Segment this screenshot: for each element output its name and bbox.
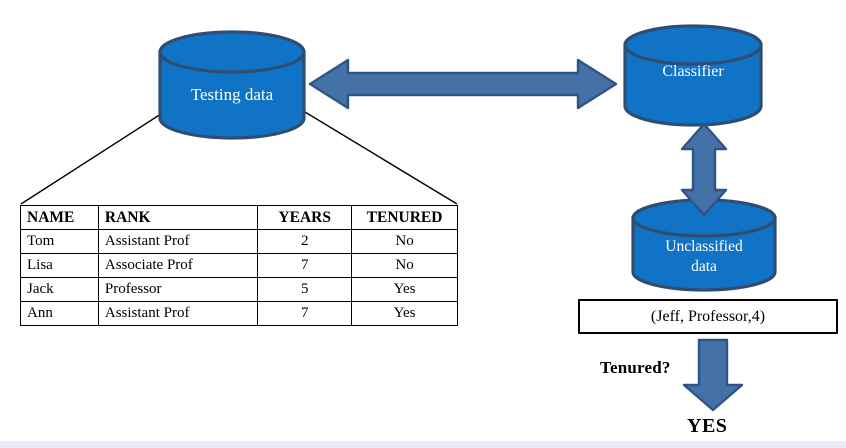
classifier-cylinder[interactable] bbox=[623, 24, 763, 127]
bottom-strip bbox=[0, 441, 846, 448]
tenured-question-label: Tenured? bbox=[600, 358, 671, 377]
column-header-tenured: TENURED bbox=[351, 205, 458, 230]
table-row[interactable]: Ann Assistant Prof 7 Yes bbox=[20, 301, 458, 326]
table-header-row: NAME RANK YEARS TENURED bbox=[20, 205, 458, 230]
cell-rank: Associate Prof bbox=[97, 253, 259, 278]
classifier-cylinder-top bbox=[623, 24, 763, 66]
cell-years: 5 bbox=[257, 277, 353, 302]
classification-answer-label: YES bbox=[687, 415, 728, 437]
table-row[interactable]: Lisa Associate Prof 7 No bbox=[20, 253, 458, 278]
cell-years: 7 bbox=[257, 253, 353, 278]
cell-name: Ann bbox=[20, 301, 99, 326]
unclassified-data-cylinder[interactable] bbox=[631, 198, 777, 292]
cell-rank: Assistant Prof bbox=[97, 301, 259, 326]
cell-years: 7 bbox=[257, 301, 353, 326]
cell-rank: Professor bbox=[97, 277, 259, 302]
cell-name: Jack bbox=[20, 277, 99, 302]
cell-years: 2 bbox=[257, 229, 353, 254]
cell-tenured: Yes bbox=[351, 301, 458, 326]
testing-data-cylinder-top bbox=[158, 30, 306, 74]
testing-to-classifier-double-arrow-icon bbox=[308, 58, 618, 110]
classifier-cylinder-body bbox=[623, 43, 763, 127]
testing-data-cylinder[interactable] bbox=[158, 30, 306, 140]
testing-data-cylinder-body bbox=[158, 50, 306, 140]
column-header-years: YEARS bbox=[257, 205, 353, 230]
testing-data-to-table-right-line bbox=[304, 111, 458, 205]
fan-connector-lines bbox=[20, 111, 458, 205]
cell-tenured: Yes bbox=[351, 277, 458, 302]
unclassified-tuple-text: (Jeff, Professor,4) bbox=[650, 307, 766, 325]
table-row[interactable]: Jack Professor 5 Yes bbox=[20, 277, 458, 302]
unclassified-data-cylinder-body bbox=[631, 216, 777, 292]
cell-tenured: No bbox=[351, 229, 458, 254]
table-row[interactable]: Tom Assistant Prof 2 No bbox=[20, 229, 458, 254]
testing-data-table[interactable]: NAME RANK YEARS TENURED Tom Assistant Pr… bbox=[20, 205, 458, 326]
column-header-name: NAME bbox=[20, 205, 99, 230]
unclassified-tuple-box[interactable]: (Jeff, Professor,4) bbox=[578, 299, 838, 334]
testing-data-to-table-left-line bbox=[20, 111, 165, 205]
cell-name: Lisa bbox=[20, 253, 99, 278]
cell-tenured: No bbox=[351, 253, 458, 278]
cell-rank: Assistant Prof bbox=[97, 229, 259, 254]
tuple-to-answer-down-arrow-icon bbox=[682, 338, 744, 412]
column-header-rank: RANK bbox=[97, 205, 259, 230]
classifier-to-unclassified-double-arrow-icon bbox=[680, 122, 728, 217]
cell-name: Tom bbox=[20, 229, 99, 254]
